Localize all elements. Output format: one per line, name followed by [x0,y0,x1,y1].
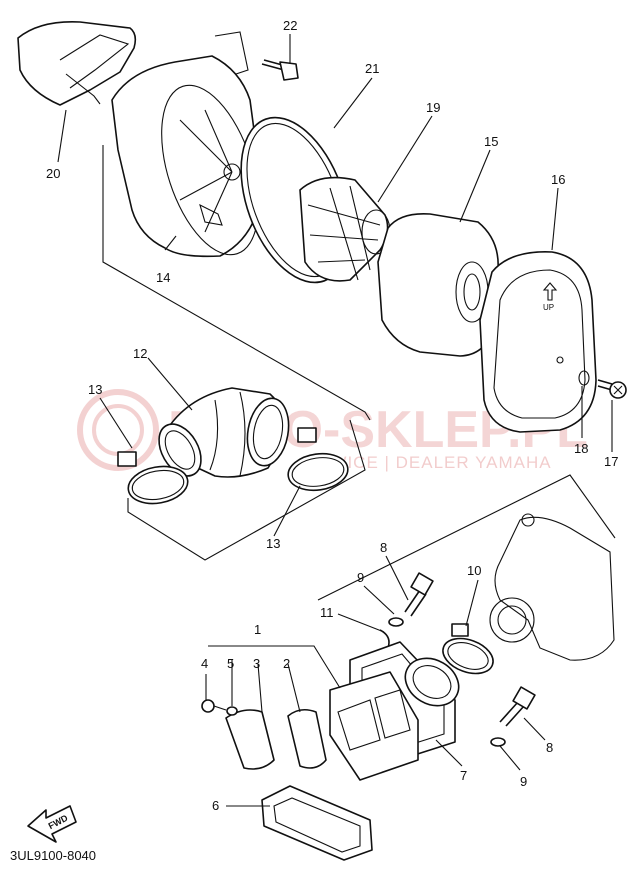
callout-19: 19 [426,100,440,115]
callout-3: 3 [253,656,260,671]
watermark-subtitle: GLIWICE | DEALER YAMAHA [300,453,552,472]
upper-group-bracket [102,145,371,421]
part-8-bolt-upper [404,572,434,617]
callout-20: 20 [46,166,60,181]
leader-lines [57,34,613,807]
callout-8-lower: 8 [546,740,553,755]
callout-22: 22 [283,18,297,33]
callout-4: 4 [201,656,208,671]
part-2-reed-stopper [287,708,327,769]
part-19-element-frame [299,176,391,282]
part-13-clamp-right [287,427,349,492]
watermark-logo-circle [77,389,159,471]
callout-13-left: 13 [88,382,102,397]
callout-11: 11 [320,605,334,620]
carb-group-bracket [317,474,616,601]
part-1-reed-valve [329,671,419,781]
callout-6: 6 [212,798,219,813]
callout-16: 16 [551,172,565,187]
callout-17: 17 [604,454,618,469]
callout-9-upper: 9 [357,570,364,585]
carburetor-outline [489,513,615,661]
part-18-grommet [578,370,590,386]
callouts: 22 21 19 15 16 20 14 12 13 18 17 13 8 9 … [46,18,618,813]
part-14-air-box [111,31,263,258]
callout-12: 12 [133,346,147,361]
fwd-arrow-icon: FWD [27,805,77,843]
callout-13-right: 13 [266,536,280,551]
callout-10: 10 [467,563,481,578]
up-arrow-icon [542,282,558,301]
callout-1: 1 [254,622,261,637]
part-8-bolt-lower [499,686,536,727]
callout-21: 21 [365,61,379,76]
part-22-bolt [261,59,299,81]
part-12-intake-boot [158,387,290,478]
part-3-reed [225,709,275,770]
part-5-washer [226,706,238,716]
callout-18: 18 [574,441,588,456]
part-6-gasket [261,785,373,861]
part-13-clamp-left [117,451,189,505]
part-4-screw [201,699,227,713]
boot-group-bracket [127,419,366,561]
up-label: UP [543,303,554,312]
part-9-washer-upper [388,617,404,627]
callout-8-upper: 8 [380,540,387,555]
callout-9-lower: 9 [520,774,527,789]
part-20-front-cover [17,21,137,106]
part-10-clamp [442,623,494,675]
diagram-code: 3UL9100-8040 [10,848,97,863]
callout-5: 5 [227,656,234,671]
callout-15: 15 [484,134,498,149]
part-17-screw [597,379,627,399]
part-9-washer-lower [490,737,506,747]
callout-2: 2 [283,656,290,671]
callout-14: 14 [156,270,170,285]
part-16-cover: UP [479,251,597,433]
callout-7: 7 [460,768,467,783]
